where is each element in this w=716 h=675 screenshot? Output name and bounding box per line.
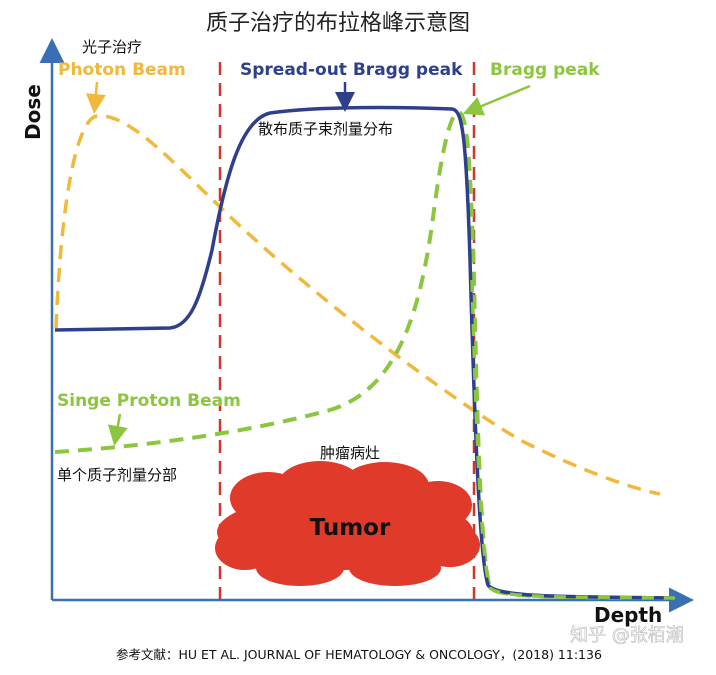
x-axis-label: Depth bbox=[594, 603, 662, 627]
single-proton-arrow bbox=[107, 413, 128, 446]
reference-text: 参考文献：HU ET AL. JOURNAL OF HEMATOLOGY & O… bbox=[116, 647, 602, 662]
photon-beam-curve bbox=[54, 114, 661, 496]
tumor-cn-label: 肿瘤病灶 bbox=[320, 444, 380, 462]
y-axis-label: Dose bbox=[21, 84, 45, 140]
sobp-en-label: Spread-out Bragg peak bbox=[240, 60, 463, 80]
photon-cn-label: 光子治疗 bbox=[82, 38, 142, 56]
bragg-peak-arrow bbox=[462, 84, 531, 116]
single-proton-en-label: Singe Proton Beam bbox=[57, 391, 241, 411]
sobp-cn-label: 散布质子束剂量分布 bbox=[258, 120, 393, 138]
photon-arrow bbox=[85, 81, 106, 114]
bragg-peak-label: Bragg peak bbox=[490, 60, 600, 80]
single-proton-beam-curve bbox=[54, 109, 676, 600]
single-proton-cn-label: 单个质子剂量分部 bbox=[57, 466, 177, 484]
bragg-falloff-overlay bbox=[470, 279, 676, 600]
diagram-title: 质子治疗的布拉格峰示意图 bbox=[206, 11, 470, 36]
watermark-text: 知乎 @张栢潮 bbox=[570, 625, 684, 646]
spread-out-bragg-peak-curve bbox=[54, 105, 676, 600]
photon-en-label: Photon Beam bbox=[58, 60, 186, 80]
tumor-label: Tumor bbox=[310, 515, 391, 541]
tumor-shape bbox=[215, 461, 480, 586]
